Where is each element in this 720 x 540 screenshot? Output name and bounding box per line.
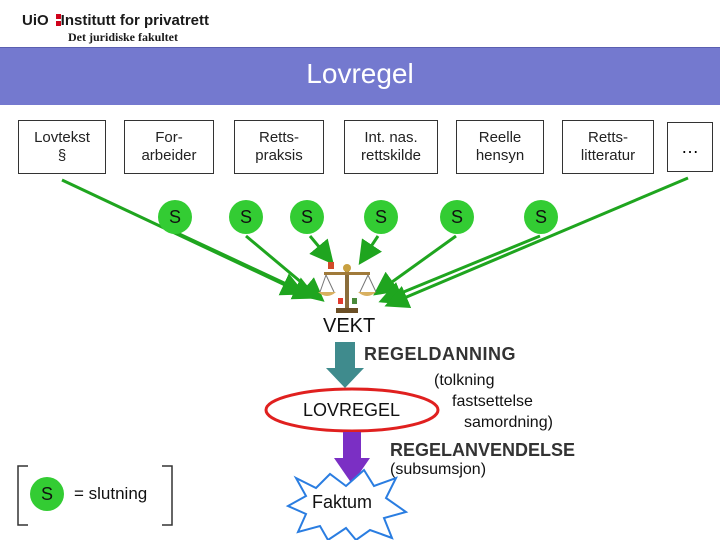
page-title: Lovregel xyxy=(306,58,414,89)
green-arrow-8 xyxy=(384,176,689,309)
s-circle-2: S xyxy=(229,200,263,234)
scale-icon xyxy=(318,262,377,313)
source-box-lovtekst: Lovtekst § xyxy=(18,120,106,174)
legend-s-circle: S xyxy=(30,477,64,511)
source-box-more: … xyxy=(667,122,713,172)
s-circle-1: S xyxy=(158,200,192,234)
legend-text: = slutning xyxy=(74,484,148,503)
regeldanning-label: REGELDANNING xyxy=(364,344,517,364)
purple-down-arrow xyxy=(334,432,370,484)
faktum-burst-shape xyxy=(285,468,409,540)
faktum-label: Faktum xyxy=(312,492,373,512)
s-circle-6: S xyxy=(524,200,558,234)
source-box-forarbeider: For- arbeider xyxy=(124,120,214,174)
green-arrow-3 xyxy=(245,234,325,302)
green-arrow-4 xyxy=(308,235,334,265)
title-bar: Lovregel xyxy=(0,47,720,105)
legend-bracket-right xyxy=(162,465,173,526)
green-arrow-6 xyxy=(373,234,457,296)
samordning-label: samordning) xyxy=(464,414,553,431)
s-circle-4: S xyxy=(364,200,398,234)
source-box-int-nas-rettskilde: Int. nas. rettskilde xyxy=(344,120,438,174)
teal-down-arrow xyxy=(326,342,364,388)
s-circle-5: S xyxy=(440,200,474,234)
logo-dots-icon xyxy=(56,14,64,28)
subsumsjon-label: (subsumsjon) xyxy=(390,461,487,478)
green-arrow-2 xyxy=(174,230,318,300)
lovregel-ellipse xyxy=(264,387,440,433)
green-arrow-7 xyxy=(378,234,541,305)
regelanvendelse-label: REGELANVENDELSE xyxy=(390,440,576,460)
logo-sub-text: Det juridiske fakultet xyxy=(68,30,178,44)
green-arrow-5 xyxy=(358,235,382,265)
source-box-rettslitteratur: Retts- litteratur xyxy=(562,120,654,174)
legend-bracket-left xyxy=(17,465,28,526)
fastsettelse-label: fastsettelse xyxy=(452,393,533,410)
s-circle-3: S xyxy=(290,200,324,234)
source-box-rettspraksis: Retts- praksis xyxy=(234,120,324,174)
vekt-label: VEKT xyxy=(323,315,376,337)
lovregel-label: LOVREGEL xyxy=(303,400,401,420)
source-box-reelle-hensyn: Reelle hensyn xyxy=(456,120,544,174)
tolkning-label: (tolkning xyxy=(434,372,495,389)
